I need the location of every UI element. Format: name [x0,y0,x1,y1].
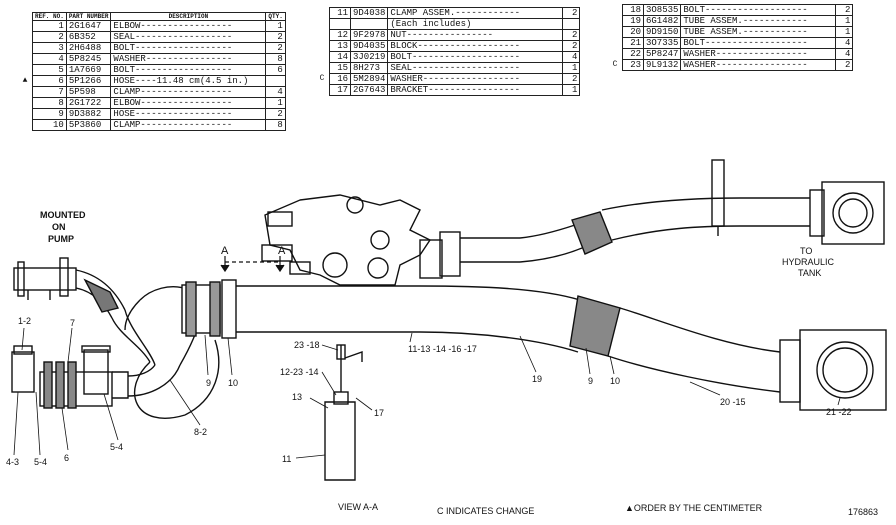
callout-4-3: 4-3 [6,457,19,467]
callout-21-22: 21 -22 [826,407,852,417]
cell-part: 9L9132 [642,59,682,71]
cell-part: 3J0219 [349,51,389,63]
cell-mark: C [612,60,618,69]
callout-17: 17 [374,408,384,418]
callout-11: 11 [282,454,291,464]
cell-part: 2G7643 [349,84,389,96]
order-note: ▲ORDER BY THE CENTIMETER [625,503,763,513]
callout-9-b: 9 [588,376,593,386]
cell-desc: CLAMP----------------- [110,119,267,131]
clamp-view-a-a [324,344,363,481]
section-arrows [220,256,285,273]
mounted-label-line1: MOUNTED [40,210,86,220]
cell-qty: 2 [265,42,286,54]
cell-mark: ▲ [22,76,28,85]
section-a-left: A [221,245,229,257]
cell-desc: WASHER----------------- [680,59,837,71]
leader-lines [13,327,841,459]
figure-number: 176863 [848,507,878,517]
upper-tube [519,159,885,263]
to-tank-label-line2: HYDRAULIC [782,257,835,267]
callout-7: 7 [70,318,75,328]
mounted-label-line3: PUMP [48,234,74,244]
cell-ref: 9 [32,108,67,120]
cell-part: 5P3860 [65,119,112,131]
callout-10-a: 10 [228,378,238,388]
s-elbow [111,286,220,419]
callout-9-a: 9 [206,378,211,388]
cell-qty: 4 [835,37,854,49]
callout-8-2: 8-2 [194,427,207,437]
callout-13: 13 [292,392,302,402]
cell-ref: 10 [32,119,67,131]
cell-ref: 23 [622,59,644,71]
cell-qty: 2 [835,59,854,71]
callout-12-23-14: 12-23 -14 [280,367,319,377]
cell-qty: 8 [265,119,286,131]
control-valve [261,194,520,286]
callout-5-4-a: 5-4 [34,457,47,467]
callout-19: 19 [532,374,542,384]
cell-qty: 1 [562,84,581,96]
view-a-a-caption: VIEW A-A [338,502,378,512]
callout-10-b: 10 [610,376,620,386]
callout-20-15: 20 -15 [720,397,746,407]
callout-6: 6 [64,453,69,463]
callout-5-4-b: 5-4 [110,442,123,452]
callout-11-group: 11-13 -14 -16 -17 [408,344,477,354]
mounted-label-line2: ON [52,222,66,232]
to-tank-label-line3: TANK [798,268,821,278]
to-tank-label-line1: TO [800,246,812,256]
cell-part: 9D9150 [642,26,682,38]
change-note: C INDICATES CHANGE [437,506,534,516]
cell-part: 9D4038 [349,7,389,19]
cell-desc: BRACKET----------------- [387,84,564,96]
callout-23-18: 23 -18 [294,340,320,350]
lower-left-fittings [11,345,181,409]
cell-mark: C [319,74,325,83]
section-a-right: A [278,245,286,257]
main-tube [181,279,887,411]
pump-elbow [13,257,126,319]
callout-1-2: 1-2 [18,316,31,326]
